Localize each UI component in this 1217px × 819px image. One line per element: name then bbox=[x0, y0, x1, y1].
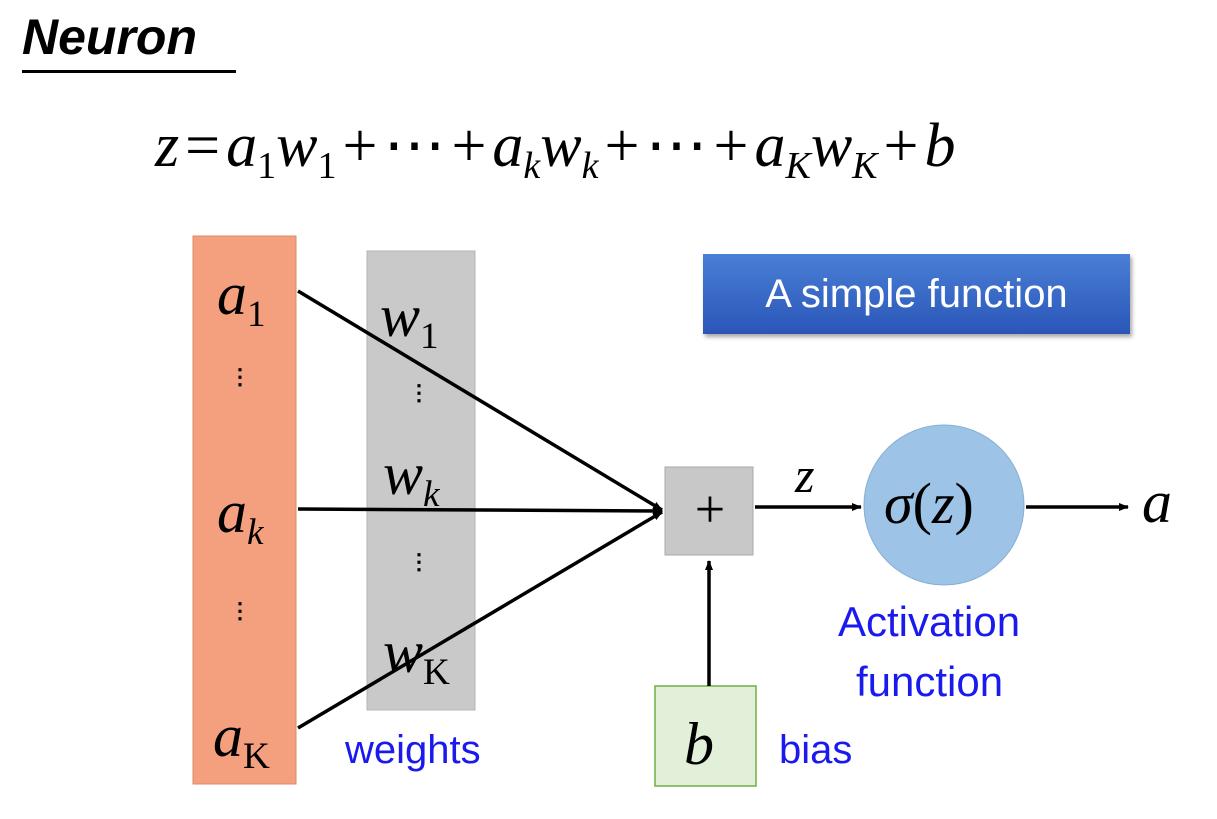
weight-w1: w1 bbox=[380, 283, 439, 357]
edge-aK-to-sum bbox=[297, 510, 663, 730]
input-vdots-1: ⋮ bbox=[229, 364, 251, 389]
neuron-equation: z=a1w1+⋯+akwk+⋯+aKwK+b bbox=[155, 108, 956, 185]
input-vdots-2: ⋮ bbox=[229, 598, 251, 623]
bias-label: bias bbox=[779, 728, 853, 772]
activation-node bbox=[863, 424, 1025, 586]
sum-node bbox=[664, 466, 754, 556]
eq-w1: w bbox=[276, 112, 318, 180]
activation-formula: σ(z) bbox=[884, 471, 974, 536]
weight-wk: wk bbox=[383, 441, 440, 515]
eq-ellipsis-2: ⋯ bbox=[645, 112, 708, 180]
edge-ak-to-sum bbox=[297, 506, 663, 515]
eq-wk: w bbox=[540, 112, 582, 180]
activation-label-line1: Activation bbox=[838, 598, 1021, 645]
eq-wK-sub: K bbox=[852, 145, 878, 188]
edge-a1-to-sum bbox=[297, 289, 663, 512]
eq-a1: a bbox=[226, 112, 258, 180]
eq-aK: a bbox=[754, 112, 786, 180]
inputs-column bbox=[192, 235, 297, 785]
eq-wk-sub: k bbox=[581, 145, 599, 188]
eq-ak: a bbox=[492, 112, 524, 180]
output-a: a bbox=[1142, 469, 1172, 535]
simple-function-label: A simple function bbox=[765, 271, 1068, 316]
eq-z: z bbox=[155, 112, 180, 180]
eq-ellipsis-1: ⋯ bbox=[383, 112, 446, 180]
bias-symbol: b bbox=[684, 711, 714, 777]
eq-plus-2: + bbox=[451, 112, 487, 180]
input-a1: a1 bbox=[217, 261, 266, 335]
sum-symbol: + bbox=[694, 479, 726, 539]
weight-wK: wK bbox=[383, 619, 450, 693]
eq-plus-4: + bbox=[713, 112, 749, 180]
eq-equals: = bbox=[185, 112, 221, 180]
eq-plus-1: + bbox=[342, 112, 378, 180]
eq-plus-5: + bbox=[883, 112, 919, 180]
eq-wK: w bbox=[810, 112, 853, 180]
eq-plus-3: + bbox=[604, 112, 640, 180]
eq-a1-sub: 1 bbox=[257, 145, 277, 188]
input-aK: aK bbox=[213, 703, 270, 777]
input-ak: ak bbox=[217, 479, 264, 553]
eq-aK-sub: K bbox=[785, 145, 811, 188]
weights-label: weights bbox=[345, 728, 481, 772]
z-label: z bbox=[795, 447, 815, 503]
title-underline bbox=[22, 70, 236, 73]
weight-vdots-1: ⋮ bbox=[408, 380, 430, 405]
eq-w1-sub: 1 bbox=[317, 145, 337, 188]
eq-ak-sub: k bbox=[523, 145, 541, 188]
eq-b: b bbox=[924, 112, 956, 180]
weight-vdots-2: ⋮ bbox=[408, 549, 430, 574]
bias-node bbox=[654, 685, 757, 787]
slide-title: Neuron bbox=[22, 9, 197, 65]
simple-function-box: A simple function bbox=[703, 254, 1130, 334]
activation-label-line2: function bbox=[856, 658, 1004, 705]
